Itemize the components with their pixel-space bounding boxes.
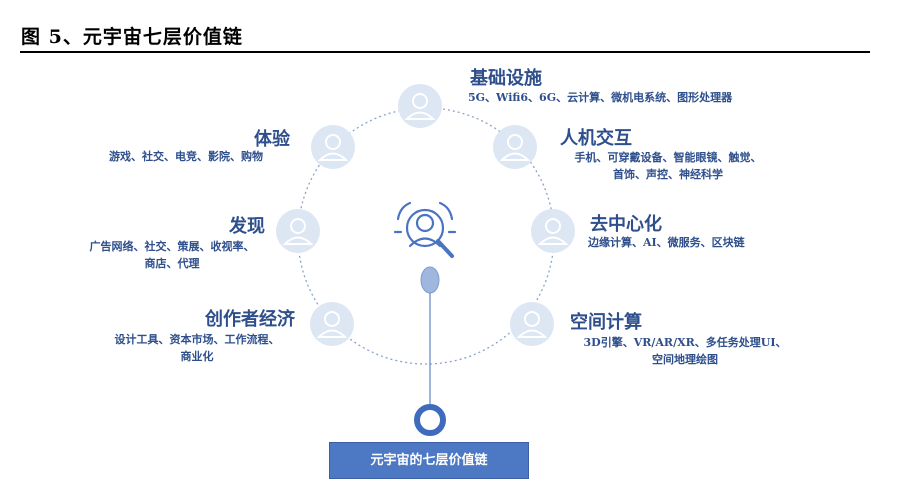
layer-desc-creator-1: 设计工具、资本市场、工作流程、 [114,333,280,346]
layer-title-hci: 人机交互 [560,128,632,149]
person-icon [537,218,569,245]
layer-desc-hci-1: 手机、可穿戴设备、智能眼镜、触觉、 [574,151,762,164]
node-decentral-avatar [531,209,575,253]
connector-node [414,404,446,436]
layer-title-experience: 体验 [254,129,290,150]
center-pin [420,266,440,294]
layer-title-decentral: 去中心化 [590,214,662,235]
layer-title-discovery: 发现 [229,216,265,237]
layer-title-spatial: 空间计算 [570,312,642,333]
person-icon [317,134,349,161]
layer-desc-discovery-2: 商店、代理 [144,257,200,270]
node-spatial-avatar [510,302,554,346]
person-icon [404,93,436,120]
person-icon [499,134,531,161]
layer-title-infra: 基础设施 [470,68,542,89]
layer-desc-spatial-1: 3D引擎、VR/AR/XR、多任务处理UI、 [583,336,787,349]
layer-desc-discovery-1: 广告网络、社交、策展、收视率、 [89,240,255,253]
layer-desc-spatial-2: 空间地理绘图 [652,353,718,366]
layer-title-creator: 创作者经济 [205,309,295,330]
node-discovery-avatar [276,209,320,253]
layer-desc-hci-2: 首饰、声控、神经科学 [613,168,723,181]
person-icon [282,218,314,245]
layer-desc-decentral: 边缘计算、AI、微服务、区块链 [588,236,745,249]
layer-desc-creator-2: 商业化 [180,350,214,363]
title-rule [20,51,870,53]
person-icon [516,311,548,338]
value-chain-label-box: 元宇宙的七层价值链 [329,442,529,479]
figure-title: 图 5、元宇宙七层价值链 [21,26,243,48]
node-experience-avatar [311,125,355,169]
node-infra-avatar [398,84,442,128]
layer-desc-infra: 5G、Wifi6、6G、云计算、微机电系统、图形处理器 [468,91,733,104]
node-creator-avatar [310,302,354,346]
layer-desc-experience: 游戏、社交、电竞、影院、购物 [109,150,263,163]
person-icon [316,311,348,338]
center-search-icon [393,201,457,258]
node-hci-avatar [493,125,537,169]
